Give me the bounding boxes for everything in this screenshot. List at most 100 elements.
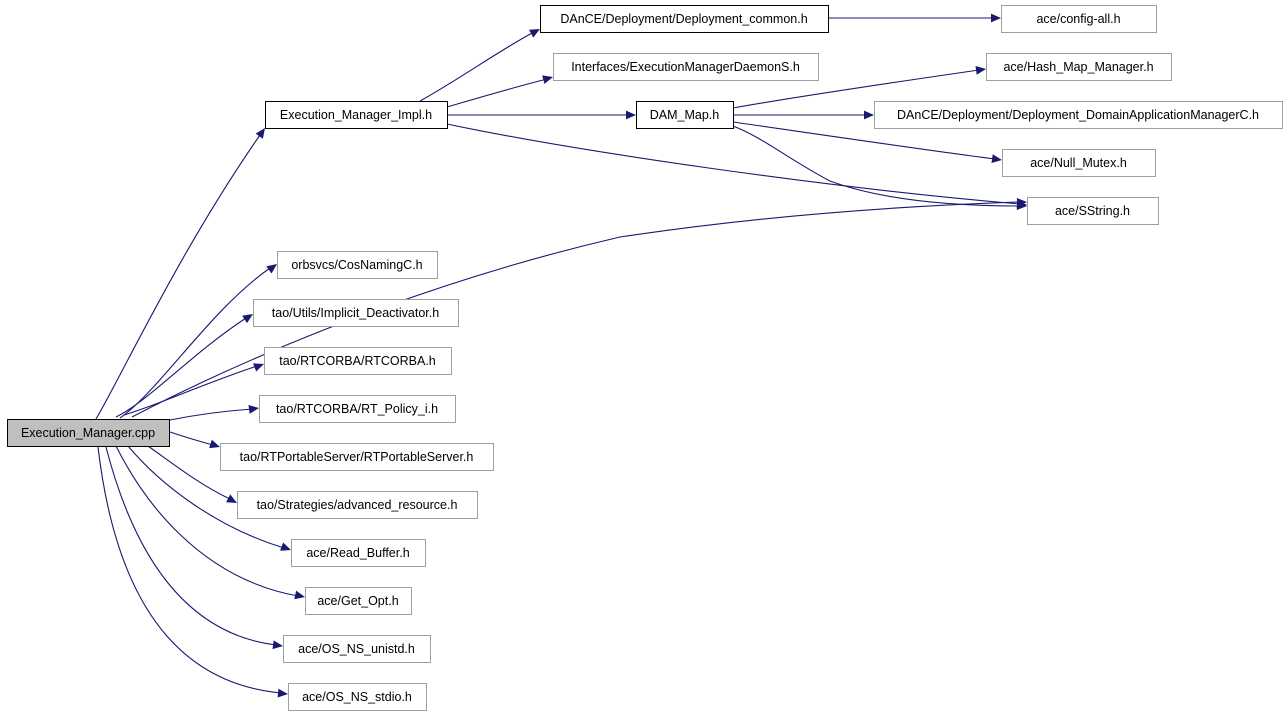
edge-line bbox=[131, 201, 1021, 418]
node-box[interactable] bbox=[283, 635, 431, 663]
node-tao-rtcorba-rt-policy-i-h[interactable]: tao/RTCORBA/RT_Policy_i.h bbox=[259, 395, 456, 423]
edge-exec_mgr_impl_h-to-exec_mgr_daemon_s_h bbox=[446, 75, 553, 108]
arrowhead-icon bbox=[975, 66, 986, 75]
edge-line bbox=[97, 446, 282, 694]
node-dance-deployment-deployment-common-h[interactable]: DAnCE/Deployment/Deployment_common.h bbox=[540, 5, 829, 33]
edge-dam_map_h-to-sstring_h bbox=[732, 125, 1027, 211]
edge-line bbox=[732, 125, 1021, 207]
node-layer: Execution_Manager.cpp Execution_Manager_I… bbox=[7, 5, 1283, 711]
node-dam-map-h[interactable]: DAM_Map.h bbox=[636, 101, 734, 129]
arrowhead-icon bbox=[209, 439, 220, 449]
node-box[interactable] bbox=[288, 683, 427, 711]
edge-line bbox=[732, 121, 996, 160]
node-execution-manager-cpp[interactable]: Execution_Manager.cpp bbox=[7, 419, 170, 447]
edge-exec_mgr_cpp-to-exec_mgr_impl_h bbox=[95, 128, 265, 420]
edge-dam_map_h-to-domain_app_mgr_c_h bbox=[733, 110, 874, 120]
edge-exec_mgr_cpp-to-advanced_resource_h bbox=[147, 445, 237, 503]
edge-line bbox=[169, 431, 214, 446]
arrowhead-icon bbox=[991, 154, 1002, 163]
node-box[interactable] bbox=[277, 251, 438, 279]
node-ace-os-ns-unistd-h[interactable]: ace/OS_NS_unistd.h bbox=[283, 635, 431, 663]
node-interfaces-executionmanagerdaemons-h[interactable]: Interfaces/ExecutionManagerDaemonS.h bbox=[553, 53, 819, 81]
edge-exec_mgr_cpp-to-implicit_deactivator_h bbox=[115, 314, 253, 418]
node-dance-deployment-deployment-domainapplicationmanagerc-h[interactable]: DAnCE/Deployment/Deployment_DomainApplic… bbox=[874, 101, 1283, 129]
edge-line bbox=[446, 123, 1021, 205]
arrowhead-icon bbox=[280, 542, 291, 551]
edge-exec_mgr_cpp-to-os_ns_unistd_h bbox=[105, 446, 283, 650]
edge-exec_mgr_cpp-to-read_buffer_h bbox=[127, 445, 291, 551]
edge-dam_map_h-to-hash_map_manager_h bbox=[732, 66, 986, 109]
node-box[interactable] bbox=[1027, 197, 1159, 225]
node-execution-manager-impl-h[interactable]: Execution_Manager_Impl.h bbox=[265, 101, 448, 129]
node-box[interactable] bbox=[7, 419, 170, 447]
edge-line bbox=[446, 78, 548, 108]
edge-line bbox=[169, 408, 253, 421]
edge-line bbox=[127, 445, 285, 549]
edge-line bbox=[147, 445, 231, 500]
edge-exec_mgr_cpp-to-rtcorba_h bbox=[123, 363, 264, 416]
edge-exec_mgr_cpp-to-os_ns_stdio_h bbox=[97, 446, 288, 698]
arrowhead-icon bbox=[542, 75, 553, 84]
node-box[interactable] bbox=[291, 539, 426, 567]
edge-exec_mgr_impl_h-to-sstring_h bbox=[446, 123, 1027, 209]
node-box[interactable] bbox=[553, 53, 819, 81]
node-ace-hash-map-manager-h[interactable]: ace/Hash_Map_Manager.h bbox=[986, 53, 1172, 81]
node-box[interactable] bbox=[1002, 149, 1156, 177]
arrowhead-icon bbox=[242, 314, 253, 324]
arrowhead-icon bbox=[253, 363, 264, 372]
node-tao-utils-implicit-deactivator-h[interactable]: tao/Utils/Implicit_Deactivator.h bbox=[253, 299, 459, 327]
edge-exec_mgr_cpp-to-get_opt_h bbox=[115, 445, 305, 600]
arrowhead-icon bbox=[255, 128, 265, 139]
edge-line bbox=[119, 267, 271, 419]
node-box[interactable] bbox=[253, 299, 459, 327]
node-tao-strategies-advanced-resource-h[interactable]: tao/Strategies/advanced_resource.h bbox=[237, 491, 478, 519]
arrowhead-icon bbox=[1016, 201, 1027, 211]
arrowhead-icon bbox=[277, 688, 288, 698]
arrowhead-icon bbox=[294, 590, 305, 600]
edge-dam_map_h-to-null_mutex_h bbox=[732, 121, 1002, 163]
node-ace-os-ns-stdio-h[interactable]: ace/OS_NS_stdio.h bbox=[288, 683, 427, 711]
edge-line bbox=[115, 317, 247, 418]
arrowhead-icon bbox=[248, 405, 259, 414]
node-ace-sstring-h[interactable]: ace/SString.h bbox=[1027, 197, 1159, 225]
node-tao-rtportableserver-rtportableserver-h[interactable]: tao/RTPortableServer/RTPortableServer.h bbox=[220, 443, 494, 471]
node-box[interactable] bbox=[874, 101, 1283, 129]
node-box[interactable] bbox=[1001, 5, 1157, 33]
node-box[interactable] bbox=[259, 395, 456, 423]
node-box[interactable] bbox=[237, 491, 478, 519]
node-box[interactable] bbox=[305, 587, 412, 615]
edge-line bbox=[95, 134, 261, 420]
edge-line bbox=[123, 365, 258, 416]
arrowhead-icon bbox=[626, 110, 636, 120]
node-box[interactable] bbox=[636, 101, 734, 129]
edge-exec_mgr_impl_h-to-deployment_common_h bbox=[419, 29, 540, 102]
edge-exec_mgr_cpp-to-rt_policy_i_h bbox=[169, 405, 259, 421]
node-box[interactable] bbox=[265, 101, 448, 129]
edge-line bbox=[419, 31, 535, 102]
edge-layer bbox=[95, 13, 1027, 698]
arrowhead-icon bbox=[529, 29, 540, 38]
edge-deployment_common_h-to-config_all_h bbox=[828, 13, 1001, 23]
node-ace-config-all-h[interactable]: ace/config-all.h bbox=[1001, 5, 1157, 33]
node-box[interactable] bbox=[220, 443, 494, 471]
node-ace-null-mutex-h[interactable]: ace/Null_Mutex.h bbox=[1002, 149, 1156, 177]
arrowhead-icon bbox=[272, 640, 283, 650]
edge-exec_mgr_cpp-to-rtportableserver_h bbox=[169, 431, 220, 449]
node-box[interactable] bbox=[264, 347, 452, 375]
node-box[interactable] bbox=[986, 53, 1172, 81]
arrowhead-icon bbox=[991, 13, 1001, 23]
node-ace-read-buffer-h[interactable]: ace/Read_Buffer.h bbox=[291, 539, 426, 567]
node-tao-rtcorba-rtcorba-h[interactable]: tao/RTCORBA/RTCORBA.h bbox=[264, 347, 452, 375]
edge-line bbox=[115, 445, 299, 597]
node-ace-get-opt-h[interactable]: ace/Get_Opt.h bbox=[305, 587, 412, 615]
arrowhead-icon bbox=[864, 110, 874, 120]
arrowhead-icon bbox=[226, 494, 237, 503]
node-box[interactable] bbox=[540, 5, 829, 33]
node-orbsvcs-cosnamingc-h[interactable]: orbsvcs/CosNamingC.h bbox=[277, 251, 438, 279]
edge-exec_mgr_impl_h-to-dam_map_h bbox=[447, 110, 636, 120]
arrowhead-icon bbox=[266, 264, 277, 274]
edge-line bbox=[105, 446, 277, 646]
edge-line bbox=[732, 69, 980, 109]
